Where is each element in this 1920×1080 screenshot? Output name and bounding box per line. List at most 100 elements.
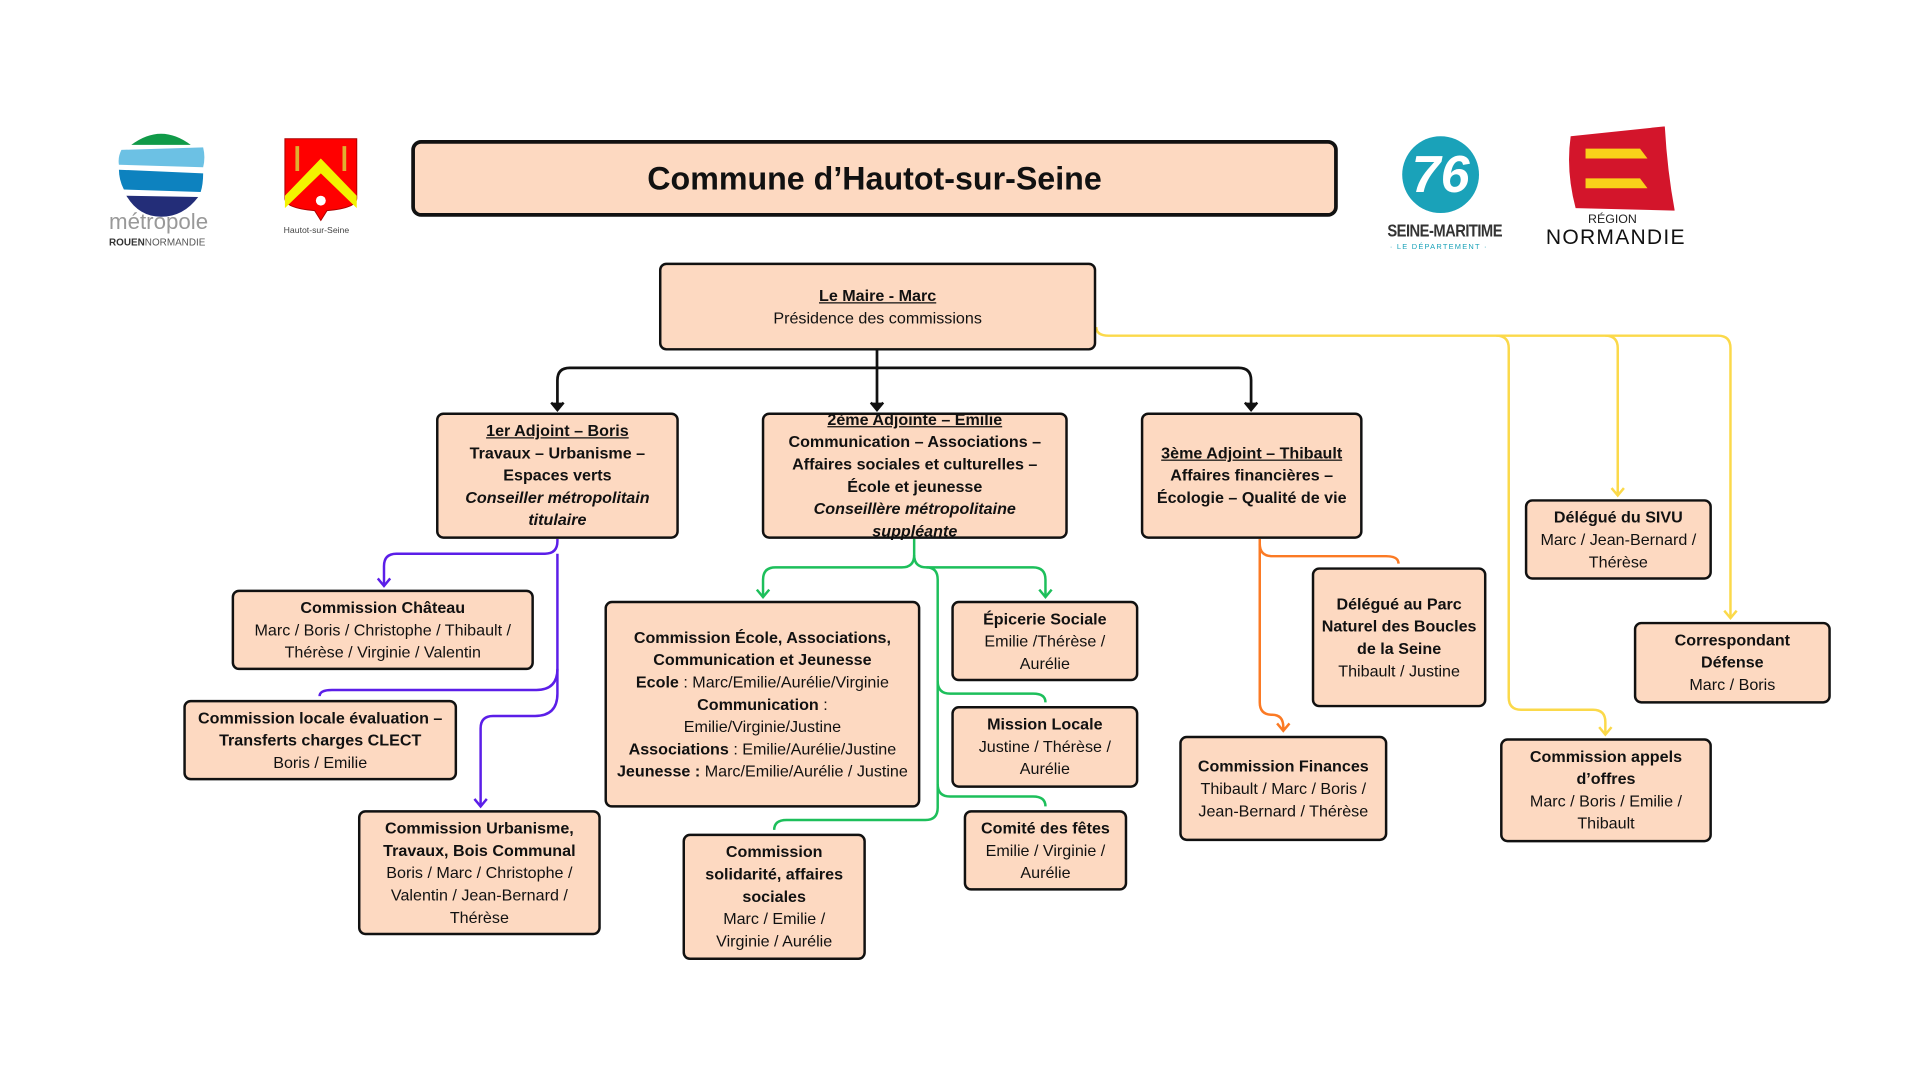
box-text: Thérèse [449, 907, 509, 926]
black-connector [876, 366, 1253, 411]
box-line: Jean-Bernard / Thérèse [1198, 800, 1368, 822]
box-line: Emilie /Thérèse / [984, 630, 1105, 652]
box-text: Valentin / Jean-Bernard / [390, 885, 568, 904]
box-line: Ecole : Marc/Emilie/Aurélie/Virginie [636, 671, 889, 693]
box-text: d’offres [1576, 769, 1636, 788]
box-line: Boris / Marc / Christophe / [386, 862, 572, 884]
box-text: Comité des fêtes [981, 818, 1110, 837]
box-text: Marc/Emilie/Aurélie / Justine [704, 761, 908, 780]
box-text: Commission Urbanisme, [384, 818, 574, 837]
box-text: Jean-Bernard / Thérèse [1198, 800, 1369, 820]
box-text: Affaires sociales et culturelles – [792, 454, 1038, 474]
arrowhead-icon [1598, 726, 1613, 737]
box-line: Marc / Jean-Bernard / [1540, 528, 1696, 550]
box-text: Virginie / Aurélie [716, 931, 833, 951]
box-text: Écologie – Qualité de vie [1156, 488, 1347, 507]
box-line: Thérèse / Virginie / Valentin [285, 641, 481, 663]
green-connector [772, 784, 939, 831]
box-text: Thérèse / Virginie / Valentin [284, 642, 481, 661]
box-text: Marc / Jean-Bernard / [1540, 529, 1697, 549]
box-line: 3ème Adjoint – Thibault [1161, 442, 1342, 464]
box-text: Espaces verts [503, 465, 612, 485]
box-text: Commission [725, 842, 823, 861]
box-line: Travaux, Bois Communal [383, 839, 575, 861]
box-text: Présidence des commissions [773, 307, 982, 327]
box-text: Emilie /Thérèse / [984, 631, 1106, 650]
box-text: Communication – Associations – [788, 432, 1042, 451]
box-line: Commission École, Associations, [634, 626, 891, 648]
box-line: Épicerie Sociale [983, 608, 1107, 630]
box-text: : [818, 694, 828, 713]
box-line: Marc / Boris / Emilie / [1530, 790, 1682, 812]
box-text: Aurélie [1019, 653, 1070, 672]
box-line: Correspondant [1675, 629, 1790, 651]
box-line: Thibault / Justine [1338, 660, 1460, 682]
box-line: Délégué au Parc [1336, 593, 1461, 615]
hautot-coat-of-arms: Hautot-sur-Seine [280, 136, 362, 243]
box-text: Communication et Jeunesse [653, 649, 872, 669]
box-text: Marc / Emilie / [723, 909, 826, 928]
box-text: Affaires financières – [1170, 465, 1334, 485]
box-line: titulaire [528, 509, 586, 531]
arrowhead-icon [1610, 487, 1625, 498]
box-line: Thérèse [450, 906, 509, 928]
box-text: Correspondant [1674, 630, 1791, 650]
box-text: Associations [628, 738, 729, 758]
metropole-logo: métropole ROUENNORMANDIE [107, 128, 221, 252]
box-text: 3ème Adjoint – Thibault [1161, 443, 1343, 463]
box-line: Justine / Thérèse / [979, 736, 1111, 758]
box-text: : Marc/Emilie/Aurélie/Virginie [678, 671, 889, 691]
box-text: Thibault / Justine [1338, 660, 1460, 680]
box-line: Jeunesse : Marc/Emilie/Aurélie / Justine [617, 760, 908, 782]
box-text: Commission locale évaluation – [198, 707, 443, 727]
box-text: Boris / Marc / Christophe / [386, 862, 573, 882]
org-box-clect: Commission locale évaluation – Transferts… [183, 699, 458, 781]
box-text: Marc / Boris / Christophe / Thibault / [254, 619, 512, 639]
black-connector [556, 350, 879, 411]
arrowhead-icon [473, 798, 488, 809]
box-text: Naturel des Boucles [1321, 616, 1477, 635]
box-text: Transferts charges CLECT [219, 730, 422, 749]
box-text: Le Maire - Marc [818, 285, 937, 305]
box-line: Aurélie [1020, 652, 1070, 674]
box-text: Commission appels [1529, 746, 1683, 766]
box-line: 1er Adjoint – Boris [486, 420, 629, 442]
box-text: Jeunesse : [616, 761, 705, 780]
box-line: Thérèse [1589, 551, 1648, 573]
org-box-urbanisme: Commission Urbanisme, Travaux, Bois Commu… [357, 810, 601, 936]
box-line: solidarité, affaires [705, 863, 843, 885]
box-text: Travaux, Bois Communal [383, 840, 576, 860]
orange-connector [1258, 538, 1285, 731]
purple-connector [382, 538, 559, 586]
box-line: Commission Château [300, 596, 465, 618]
arrowhead-icon [376, 577, 392, 588]
box-line: Marc / Boris / Christophe / Thibault / [254, 619, 511, 641]
green-connector [926, 566, 1047, 703]
yellow-connector [1095, 326, 1732, 619]
box-line: Comité des fêtes [981, 817, 1110, 839]
box-line: Thibault / Marc / Boris / [1201, 777, 1367, 799]
box-line: Travaux – Urbanisme – [470, 442, 645, 464]
box-text: Emilie/Virginie/Justine [683, 716, 842, 736]
box-line: Valentin / Jean-Bernard / [391, 884, 568, 906]
box-line: Aurélie [1020, 758, 1070, 780]
box-text: École et jeunesse [847, 476, 983, 496]
page-title-text: Commune d’Hautot-sur-Seine [647, 159, 1102, 197]
box-text: Commission Château [300, 597, 466, 617]
box-text: Ecole [635, 671, 679, 691]
box-text: Commission École, Associations, [633, 627, 891, 646]
box-text: Conseillère métropolitaine suppléante [813, 499, 1016, 541]
box-text: 2ème Adjointe – Emilie [827, 410, 1003, 429]
box-line: Le Maire - Marc [819, 284, 936, 306]
box-text: Boris / Emilie [273, 752, 368, 772]
box-text: solidarité, affaires [705, 864, 844, 884]
box-line: Commission Finances [1198, 755, 1369, 777]
